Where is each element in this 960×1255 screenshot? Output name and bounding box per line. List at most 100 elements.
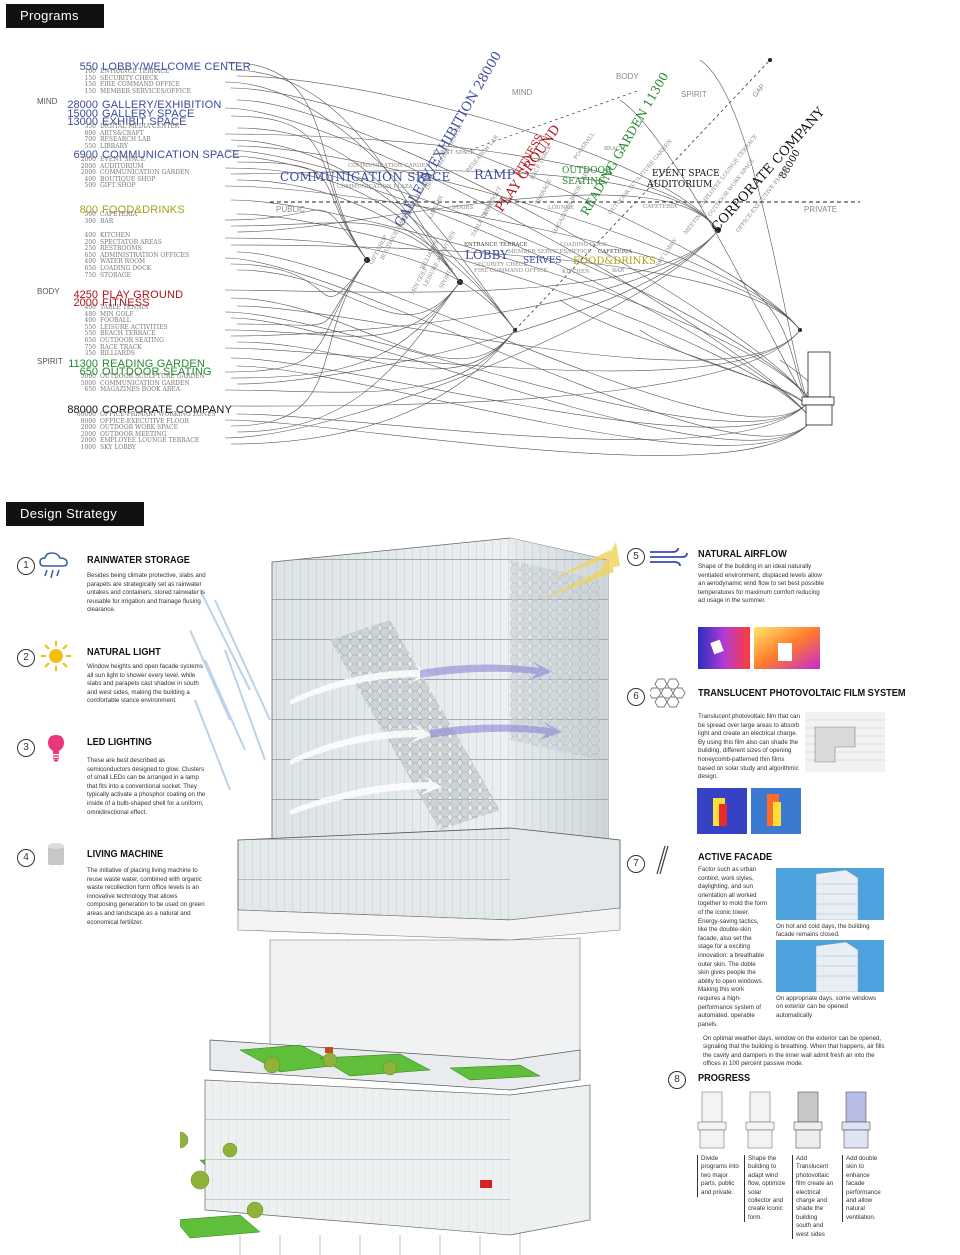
diagram-lounge: LOUNGE <box>548 205 575 211</box>
strategy-title: NATURAL AIRFLOW <box>698 549 787 560</box>
sub-program-row: 400 FOOBALL <box>72 317 131 324</box>
connection-arc <box>699 59 813 411</box>
sub-program-area: 400 <box>84 317 96 325</box>
program-area: 11300 <box>68 358 98 370</box>
diagram-member-services: MEMBER SERVICES/OFFICE <box>508 249 592 255</box>
sub-program-name: FOOBALL <box>100 317 131 325</box>
sub-program-name: SPECTATOR AREAS <box>100 238 162 246</box>
program-name: READING GARDEN <box>102 358 206 370</box>
sub-program-area: 2000 <box>80 162 96 170</box>
sub-program-area: 480 <box>84 310 96 318</box>
strategy-number: 7 <box>627 855 645 873</box>
strategy-body: Window heights and open facade systems a… <box>87 663 203 705</box>
connection-arc <box>639 329 813 411</box>
sub-program-area: 100 <box>84 68 96 75</box>
progress-step: Divide programs into two major parts, pu… <box>697 1155 739 1198</box>
facade-open-image <box>776 940 884 992</box>
connection-arc <box>224 107 813 421</box>
sub-program-name: COMMUNICATION GARDEN <box>100 169 190 177</box>
diagram-stairs: STAIRS <box>452 205 474 211</box>
sub-program-area: 2000 <box>80 437 96 445</box>
connection-arc <box>230 281 461 379</box>
sub-program-area: 2000 <box>80 169 96 177</box>
sub-program-name: TABLE TENNIS <box>100 304 149 311</box>
sub-program-name: OUTDOOR WORK SPACE <box>100 424 178 432</box>
connection-arc <box>236 399 811 440</box>
strategy-body: The initiative of placing living machine… <box>87 867 205 926</box>
sub-program-row: 2000 OUTDOOR WORK SPACE <box>72 424 178 431</box>
program-area: 6900 <box>73 149 98 161</box>
strategy-number: 5 <box>627 548 645 566</box>
rain-streaks <box>190 589 271 791</box>
axis-label-spirit: SPIRIT <box>681 90 707 99</box>
sub-program-area: 400 <box>84 304 96 311</box>
sub-program-name: OUTDOOR MEETING <box>100 430 167 438</box>
connection-arc <box>236 179 516 331</box>
diagram-event-space: EVENT SPACE <box>652 169 720 179</box>
sun-icon <box>41 641 71 671</box>
sub-program-name: ARTS&CRAFT <box>100 129 144 137</box>
connection-arc <box>236 229 719 385</box>
progress-massing-images <box>697 1091 871 1149</box>
sub-program-area: 350 <box>84 350 96 358</box>
connection-arc <box>236 75 719 231</box>
sub-program-area: 400 <box>84 175 96 183</box>
program-name: LOBBY/WELCOME CENTER <box>102 61 251 73</box>
connection-arc <box>236 259 368 326</box>
sub-program-area: 550 <box>84 142 96 150</box>
strategy-number: 1 <box>17 557 35 575</box>
sub-program-name: OFFICE-EXECUTIVE FLOOR <box>100 417 189 425</box>
axis-label-body: BODY <box>616 72 639 81</box>
program-area: 88000 <box>67 404 98 416</box>
diagram-cafeteria: CAFETERIA <box>598 249 632 255</box>
sub-program-row: 2000 COMMUNICATION GARDEN <box>72 169 190 176</box>
diagram-bar: BAR <box>612 268 625 274</box>
sub-program-name: RESTROOMS <box>100 245 142 253</box>
sub-program-area: 150 <box>84 74 96 82</box>
connection-arc <box>230 357 811 428</box>
group-label-mind: MIND <box>37 97 58 106</box>
connection-arc <box>230 297 516 360</box>
sub-program-name: LEISURE ACTIVITIES <box>100 323 168 331</box>
sub-program-area: 2000 <box>80 156 96 163</box>
sub-program-area: 700 <box>84 136 96 144</box>
sub-program-name: OFFICE-PRIMARY WORKING ZONES <box>100 411 216 418</box>
sub-program-area: 400 <box>84 232 96 239</box>
axis-label-private: PRIVATE <box>804 205 838 214</box>
facade-icon <box>656 845 669 875</box>
connection-arc <box>230 317 813 441</box>
diagram-outdoor: OUTDOOR <box>562 166 612 176</box>
diagram-food-drinks: FOOD&DRINKS <box>573 256 656 267</box>
facade-optimal-caption: On optimal weather days, window on the e… <box>703 1035 885 1068</box>
sub-program-area: 550 <box>84 323 96 331</box>
sub-program-name: RACE TRACK <box>100 343 142 351</box>
diagram-serves: SERVES <box>523 256 562 266</box>
strategy-number: 6 <box>627 688 645 706</box>
sub-program-area: 650 <box>84 337 96 344</box>
diagram-entrance-terrace: ENTRANCE TERRACE <box>464 242 528 248</box>
connection-arc <box>236 251 811 418</box>
strategy-title: PROGRESS <box>698 1073 751 1084</box>
sub-program-area: 2000 <box>80 424 96 432</box>
program-name: GALLERY SPACE <box>102 108 195 120</box>
connection-arc <box>224 229 719 293</box>
sub-program-area: 500 <box>84 182 96 190</box>
sub-program-area: 300 <box>84 217 96 225</box>
sub-program-area: 650 <box>84 251 96 259</box>
